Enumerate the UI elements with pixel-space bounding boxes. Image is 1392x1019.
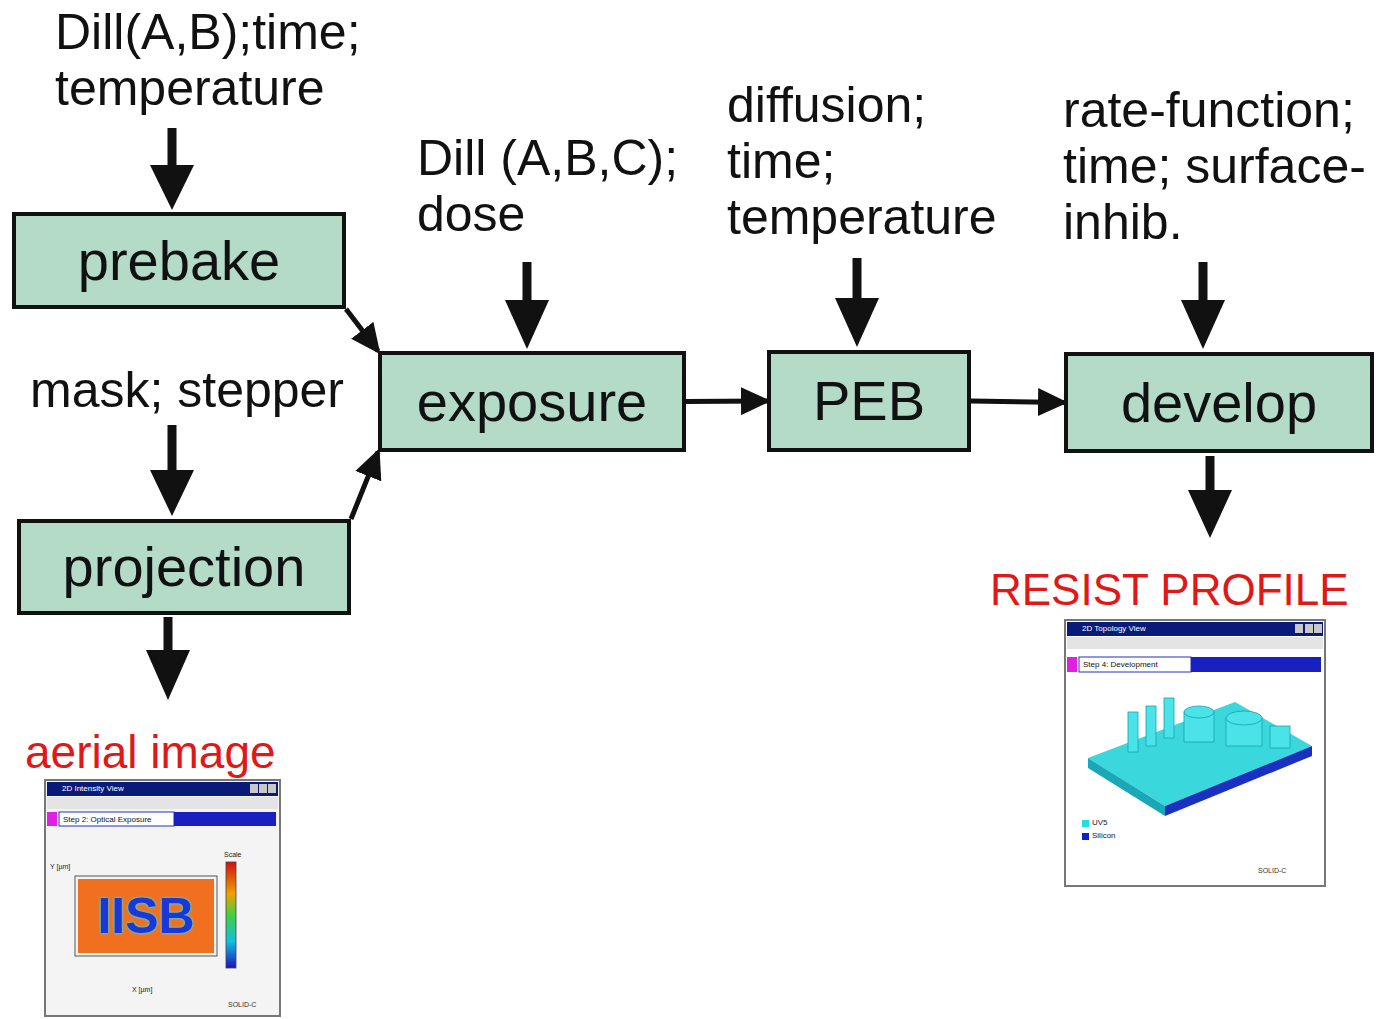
process-box: PEB bbox=[767, 350, 971, 452]
parameter-label: mask; stepper bbox=[30, 362, 370, 418]
art-shape bbox=[47, 812, 57, 826]
legend-entry: Silicon bbox=[1082, 831, 1116, 841]
art-shape bbox=[1067, 637, 1323, 649]
flow-arrow bbox=[351, 452, 378, 519]
box-label: develop bbox=[1121, 371, 1317, 435]
art-shape bbox=[853, 258, 862, 303]
art-shape bbox=[268, 784, 276, 793]
screenshot-text: Y [µm] bbox=[50, 862, 70, 871]
process-box: exposure bbox=[378, 351, 686, 452]
art-shape bbox=[1270, 726, 1290, 748]
art-shape bbox=[1305, 624, 1313, 633]
art-shape bbox=[1314, 624, 1322, 633]
art-shape bbox=[1079, 657, 1191, 672]
art-shape bbox=[1065, 620, 1325, 886]
art-shape bbox=[1188, 490, 1232, 538]
parameter-label: diffusion; time; temperature bbox=[727, 77, 1007, 245]
art-shape bbox=[1088, 702, 1312, 806]
art-shape bbox=[78, 879, 214, 953]
flow-arrow bbox=[971, 401, 1064, 403]
screenshot-text: IISB bbox=[78, 888, 214, 944]
art-shape bbox=[1199, 262, 1208, 305]
box-label: exposure bbox=[417, 370, 647, 434]
legend-entry: UV5 bbox=[1082, 818, 1108, 828]
screenshot-text: X [µm] bbox=[132, 985, 152, 994]
screenshot-text: Scale bbox=[224, 850, 242, 859]
screenshot-text: SOLID-C bbox=[228, 1000, 256, 1009]
screenshot-text: Step 4: Development bbox=[1083, 659, 1158, 670]
art-shape bbox=[1295, 624, 1303, 633]
legend-swatch bbox=[1082, 833, 1089, 840]
art-shape bbox=[250, 784, 258, 793]
screenshot-text: SOLID-C bbox=[1258, 866, 1286, 875]
legend-text: UV5 bbox=[1092, 818, 1108, 828]
process-box: develop bbox=[1064, 352, 1374, 453]
art-shape bbox=[1146, 706, 1156, 746]
legend-text: Silicon bbox=[1092, 831, 1116, 841]
art-shape bbox=[146, 650, 190, 700]
art-shape bbox=[1181, 300, 1225, 349]
topology-window bbox=[1065, 620, 1325, 886]
box-label: prebake bbox=[78, 229, 280, 293]
flow-arrow bbox=[686, 399, 767, 405]
art-shape bbox=[59, 812, 174, 826]
process-box: projection bbox=[17, 519, 351, 615]
art-shape bbox=[1088, 758, 1165, 816]
art-shape bbox=[1191, 657, 1321, 672]
parameter-label: rate-function; time; surface-inhib. bbox=[1063, 82, 1383, 250]
screenshot-text: Step 2: Optical Exposure bbox=[63, 814, 152, 825]
box-label: projection bbox=[63, 535, 306, 599]
art-shape bbox=[226, 862, 236, 968]
screenshot-text: 2D Topology View bbox=[1082, 623, 1146, 634]
art-shape bbox=[523, 262, 532, 305]
art-shape bbox=[1067, 657, 1077, 672]
art-shape bbox=[174, 812, 276, 826]
parameter-label: Dill (A,B,C); dose bbox=[417, 130, 707, 242]
art-shape bbox=[150, 470, 194, 516]
parameter-label: Dill(A,B);time; temperature bbox=[55, 4, 385, 116]
art-shape bbox=[1165, 746, 1312, 816]
art-shape bbox=[1164, 698, 1174, 738]
art-shape bbox=[168, 128, 177, 170]
output-label: RESIST PROFILE bbox=[990, 562, 1385, 618]
screenshot-text: 2D Intensity View bbox=[62, 783, 124, 794]
art-shape bbox=[1067, 622, 1323, 636]
art-shape bbox=[835, 298, 879, 347]
art-shape bbox=[150, 165, 194, 210]
art-shape bbox=[47, 797, 278, 809]
flow-arrow bbox=[346, 309, 378, 351]
art-shape bbox=[1128, 698, 1290, 752]
art-shape bbox=[1226, 711, 1262, 725]
intensity-window bbox=[45, 780, 280, 1016]
legend-swatch bbox=[1082, 820, 1089, 827]
art-shape bbox=[259, 784, 267, 793]
art-shape bbox=[168, 425, 177, 475]
art-shape bbox=[75, 876, 217, 956]
art-shape bbox=[505, 300, 549, 349]
output-label: aerial image bbox=[25, 724, 355, 780]
art-shape bbox=[164, 617, 173, 655]
process-box: prebake bbox=[12, 212, 346, 309]
art-shape bbox=[1184, 706, 1214, 718]
art-shape bbox=[1128, 712, 1138, 752]
art-shape bbox=[1206, 456, 1215, 495]
art-shape bbox=[45, 780, 280, 1016]
art-shape bbox=[47, 782, 278, 796]
box-label: PEB bbox=[813, 369, 925, 433]
